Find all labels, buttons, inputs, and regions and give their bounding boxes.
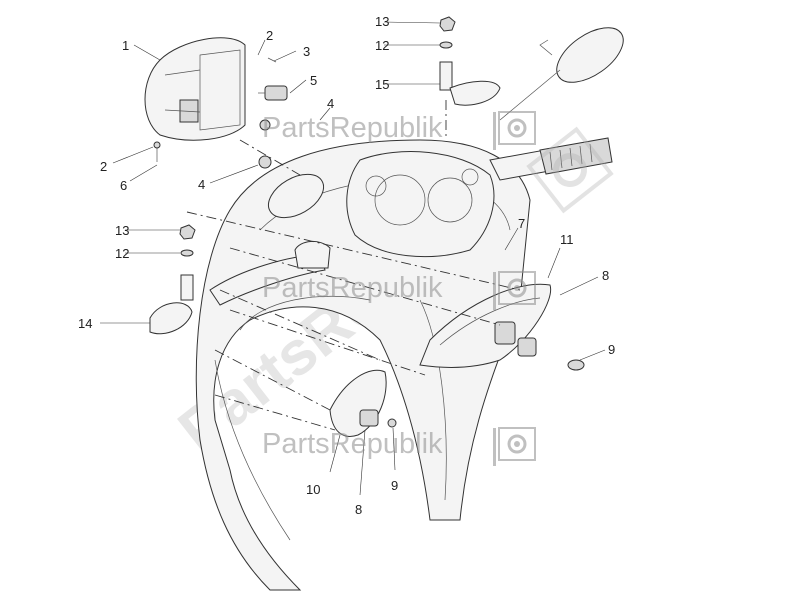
leader-lines (100, 21, 606, 496)
callout-label: 10 (306, 482, 320, 497)
callout-label: 14 (78, 316, 92, 331)
indicator-left (149, 224, 196, 335)
gear-icon (498, 271, 536, 305)
callout-label: 4 (327, 96, 334, 111)
watermark-row-3: PartsRepublik (262, 427, 536, 466)
watermark-row-1: PartsRepublik (262, 111, 536, 150)
callout-label: 8 (355, 502, 362, 517)
callout-label: 12 (115, 246, 129, 261)
callout-label: 2 (100, 159, 107, 174)
callout-label: 7 (518, 216, 525, 231)
handlebar-right (489, 137, 613, 181)
callout-label: 13 (115, 223, 129, 238)
callouts: 1 2 3 5 4 2 6 4 13 12 15 7 11 8 13 12 14… (78, 14, 615, 517)
watermark-row-2: PartsRepublik (262, 271, 536, 310)
callout-label: 3 (303, 44, 310, 59)
mirror (499, 27, 624, 121)
callout-label: 15 (375, 77, 389, 92)
callout-label: 9 (608, 342, 615, 357)
callout-label: 12 (375, 38, 389, 53)
watermark-text: PartsRepublik (262, 428, 443, 460)
indicator-top-right (439, 16, 501, 106)
handlebar-left (209, 241, 331, 306)
callout-label: 6 (120, 178, 127, 193)
callout-label: 2 (266, 28, 273, 43)
gear-icon (526, 126, 614, 214)
callout-label: 8 (602, 268, 609, 283)
callout-label: 13 (375, 14, 389, 29)
rear-light-lower (329, 369, 397, 437)
callout-label: 4 (198, 177, 205, 192)
gear-icon (498, 111, 536, 145)
gear-icon (498, 427, 536, 461)
callout-label: 9 (391, 478, 398, 493)
watermark-text: PartsRepublik (262, 112, 443, 144)
callout-label: 1 (122, 38, 129, 53)
callout-label: 11 (560, 232, 574, 247)
rear-light-right (419, 283, 585, 371)
headlight-assembly (144, 37, 246, 141)
bulb-holder (258, 85, 288, 101)
assembly-lines (186, 100, 521, 431)
instrument-cluster (268, 151, 495, 258)
watermark-text: PartsRepublik (262, 272, 443, 304)
callout-label: 5 (310, 73, 317, 88)
fasteners (153, 57, 277, 169)
